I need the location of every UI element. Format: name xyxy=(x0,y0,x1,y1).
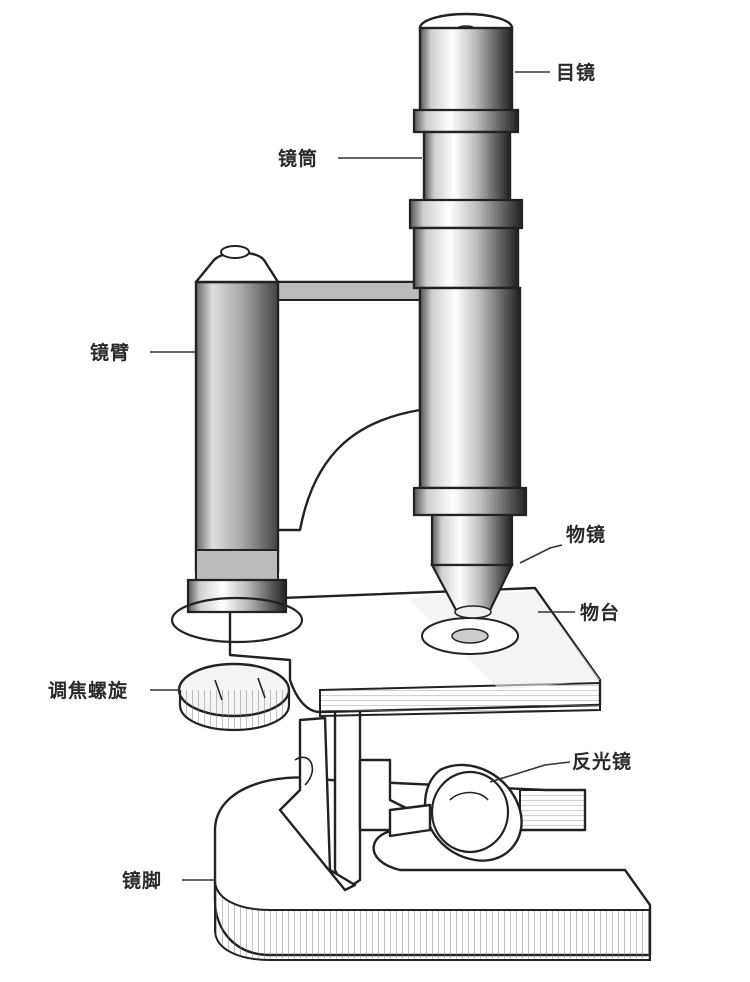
label-arm: 镜臂 xyxy=(90,341,130,364)
label-focus-knob: 调焦螺旋 xyxy=(48,679,128,702)
arm-part xyxy=(170,245,422,644)
mirror-part xyxy=(388,763,523,862)
label-tube: 镜筒 xyxy=(278,147,318,170)
label-mirror: 反光镜 xyxy=(572,750,632,773)
label-objective: 物镜 xyxy=(566,523,606,546)
focus-knob-part xyxy=(177,662,291,732)
label-eyepiece: 目镜 xyxy=(556,61,596,84)
label-stage: 物台 xyxy=(580,601,620,624)
label-base: 镜脚 xyxy=(122,869,162,892)
tube-part xyxy=(408,12,528,619)
